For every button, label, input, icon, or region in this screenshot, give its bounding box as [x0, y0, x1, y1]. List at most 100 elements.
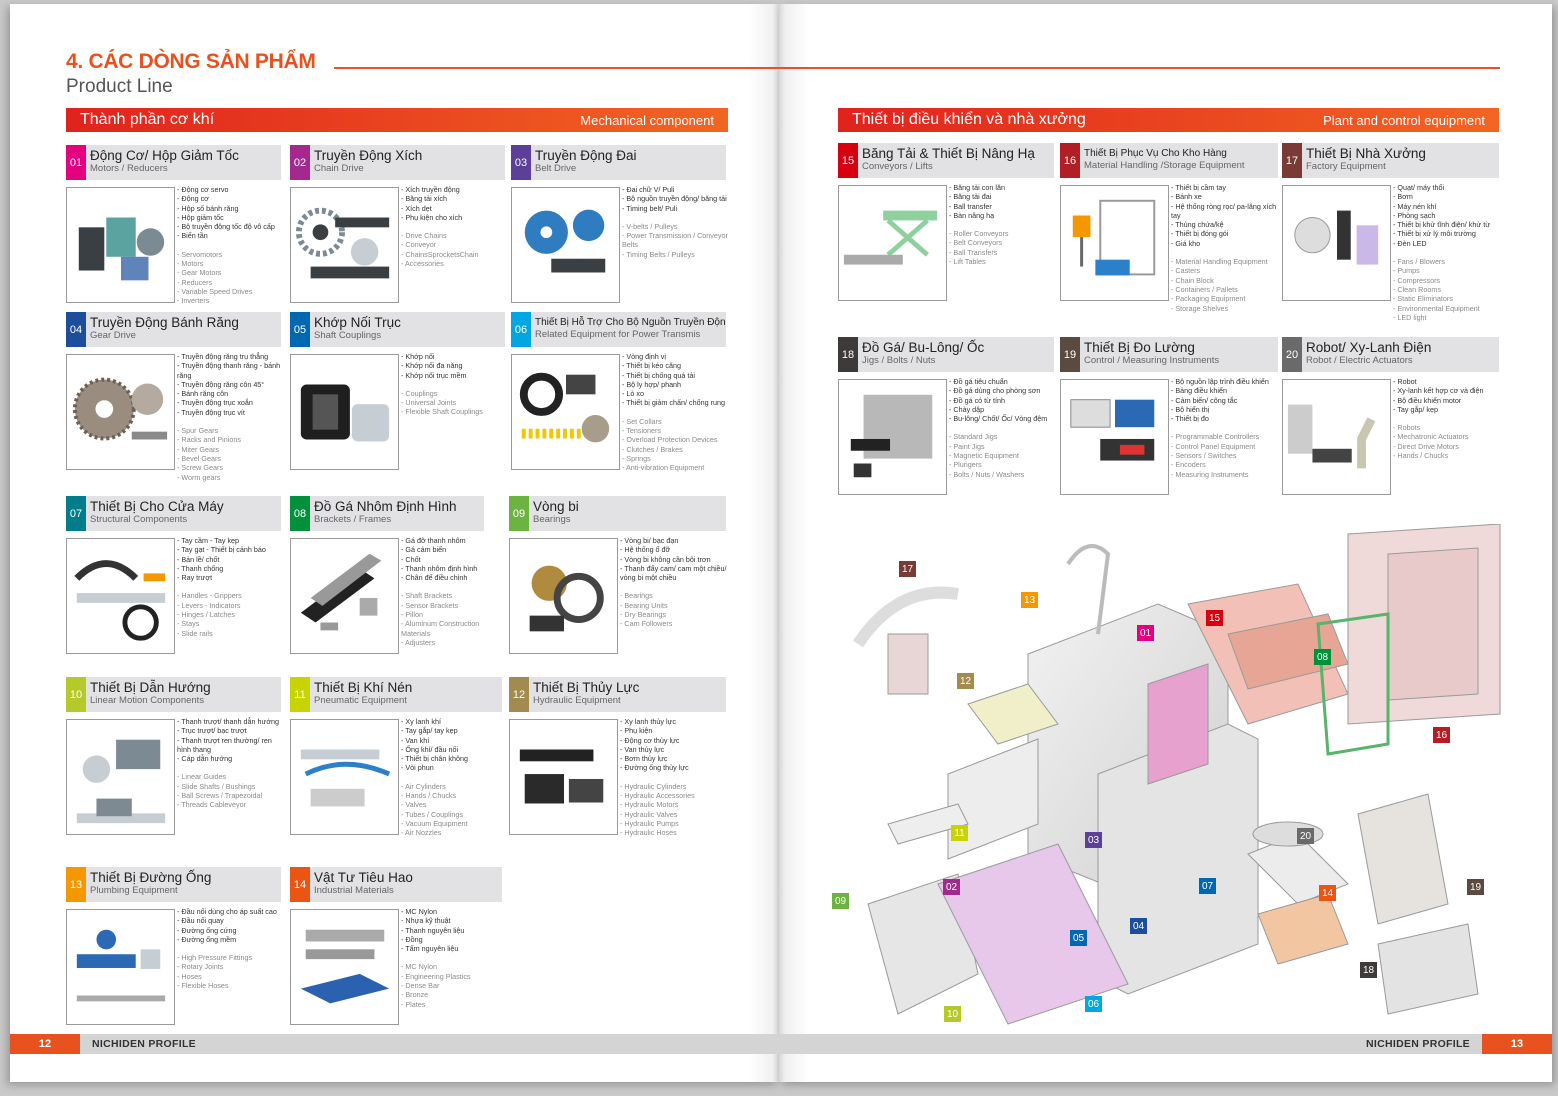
item-vi: - Truyền động thanh răng - bánh răng: [177, 361, 281, 380]
item-vi: - Khớp nối trục mềm: [401, 370, 467, 380]
item-en: - Slide rails: [177, 628, 213, 638]
item-vi: - Đầu nối quay: [177, 916, 224, 926]
item-vi: - Tay gạt - Thiết bị cảnh báo: [177, 545, 266, 555]
illustration-label-05: 05: [1070, 930, 1087, 946]
item-vi: - Tay gắp/ kẹp: [1393, 404, 1439, 414]
item-vi: - Đường ống thủy lực: [620, 763, 689, 773]
product-card-03: 03 Truyền Động Đai Belt Drive - Đai chữ …: [511, 145, 728, 305]
item-en: - Inverters: [177, 296, 210, 306]
item-vi: - Vòng bi/ bạc đạn: [620, 536, 679, 545]
item-en: - Springs: [622, 453, 651, 463]
coupling-icon: [290, 354, 399, 470]
item-vi: - Đường ống mềm: [177, 934, 237, 944]
item-vi: - Thiết bị đóng gói: [1171, 229, 1229, 239]
item-vi: - Van khí: [401, 735, 430, 745]
item-vi: - Thiết bị cầm tay: [1171, 183, 1226, 192]
item-vi: - Xích dẹt: [401, 203, 432, 213]
item-vi: - Hộp giảm tốc: [177, 212, 224, 222]
item-en: - Rotary Joints: [177, 962, 224, 972]
card-item-list: - Thanh trượt/ thanh dẫn hướng- Trục trư…: [177, 717, 283, 810]
card-title-en: Structural Components: [90, 514, 188, 526]
footer-brand: NICHIDEN PROFILE: [92, 1038, 196, 1050]
chain-hoist-icon: [1060, 185, 1169, 301]
card-item-list: - Khớp nối- Khớp nối đa năng- Khớp nối t…: [401, 352, 507, 417]
footer-left: 12 NICHIDEN PROFILE: [10, 1034, 779, 1054]
illustration-label-04: 04: [1130, 918, 1147, 934]
item-en: - LED light: [1393, 312, 1427, 322]
card-title-vi: Truyền Động Đai: [535, 148, 637, 163]
item-vi: - Thiết bị chống quá tải: [622, 370, 695, 380]
illustration-label-20: 20: [1297, 828, 1314, 844]
item-en: - Static Eliminators: [1393, 294, 1453, 304]
item-vi: - Động cơ thủy lực: [620, 735, 680, 745]
item-vi: - Truyền động trục vít: [177, 407, 245, 417]
item-vi: - Chày dập: [949, 404, 985, 414]
item-en: - Engineering Plastics: [401, 971, 471, 981]
item-en: - Encoders: [1171, 460, 1206, 470]
item-vi: - Phụ kiện cho xích: [401, 212, 463, 222]
item-vi: - Giá kho: [1171, 238, 1201, 248]
item-en: - Overload Protection Devices: [622, 435, 718, 445]
card-title-en: Chain Drive: [314, 163, 364, 175]
product-card-07: 07 Thiết Bị Cho Cửa Máy Structural Compo…: [66, 496, 281, 656]
item-vi: - Bánh răng côn: [177, 389, 229, 399]
item-en: - Direct Drive Motors: [1393, 441, 1459, 451]
product-card-01: 01 Động Cơ/ Hộp Giảm Tốc Motors / Reduce…: [66, 145, 281, 305]
item-vi: - Ống khí/ đầu nối: [401, 744, 459, 754]
item-en: - Paint Jigs: [949, 441, 985, 451]
product-card-16: 16 Thiết Bị Phục Vụ Cho Kho Hàng Materia…: [1060, 143, 1278, 313]
item-en: - Bolts / Nuts / Washers: [949, 469, 1025, 479]
item-en: - Hands / Chucks: [1393, 451, 1449, 461]
belt-pulley-icon: [511, 187, 620, 303]
item-en: - Servomotors: [177, 249, 223, 259]
footer-right: NICHIDEN PROFILE 13: [779, 1034, 1552, 1054]
product-card-19: 19 Thiết Bị Đo Lường Control / Measuring…: [1060, 337, 1278, 497]
item-vi: - Van thủy lực: [620, 744, 665, 754]
item-vi: - Vòng bi không cần bôi trơn: [620, 554, 711, 564]
card-item-list: - Xích truyền động- Băng tải xích- Xích …: [401, 185, 507, 268]
item-vi: - Khớp nối: [401, 352, 435, 361]
card-header: 06 Thiết Bị Hỗ Trợ Cho Bộ Nguồn Truyền Đ…: [511, 312, 726, 347]
item-vi: - Động cơ: [177, 194, 209, 204]
item-en: - Worm gears: [177, 472, 221, 482]
item-vi: - Hộp số bánh răng: [177, 203, 239, 213]
item-vi: - Truyền động răng trụ thẳng: [177, 352, 269, 361]
item-vi: - Trục trượt/ bạc trượt: [177, 726, 247, 736]
item-vi: - Thanh nhôm định hình: [401, 563, 478, 573]
item-en: - Hydraulic Motors: [620, 800, 679, 810]
item-vi: - Thanh đẩy cam/ cam một chiều/ vòng bi …: [620, 563, 727, 583]
item-vi: - Thanh chống: [177, 563, 224, 573]
item-vi: - Xy-lanh kết hợp cơ và điện: [1393, 386, 1484, 396]
item-vi: - Thanh trượt/ thanh dẫn hướng: [177, 717, 280, 726]
card-item-list: - Băng tải con lăn- Băng tải đai- Ball t…: [949, 183, 1056, 266]
item-vi: - Đồng: [401, 934, 423, 944]
item-en: - Tensioners: [622, 426, 662, 436]
card-number: 05: [290, 312, 310, 347]
card-item-list: - Robot- Xy-lanh kết hợp cơ và điện- Bộ …: [1393, 377, 1501, 460]
card-title-vi: Thiết Bị Nhà Xưởng: [1306, 146, 1426, 161]
card-number: 12: [509, 677, 529, 712]
card-number: 13: [66, 867, 86, 902]
item-vi: - Đồ gá có từ tính: [949, 395, 1005, 405]
card-title-vi: Thiết Bị Phục Vụ Cho Kho Hàng: [1084, 148, 1227, 159]
product-card-15: 15 Băng Tải & Thiết Bị Nâng Hạ Conveyors…: [838, 143, 1054, 303]
illustration-label-15: 15: [1206, 610, 1223, 626]
illustration-label-06: 06: [1085, 996, 1102, 1012]
item-en: - Hydraulic Accessories: [620, 791, 695, 801]
illustration-label-16: 16: [1433, 727, 1450, 743]
item-vi: - Khớp nối đa năng: [401, 361, 463, 371]
item-en: - Gear Motors: [177, 268, 222, 278]
item-en: - Sensor Brackets: [401, 600, 459, 610]
item-vi: - Đai chữ V/ Puli: [622, 185, 675, 194]
hydraulic-icon: [509, 719, 618, 835]
card-number: 20: [1282, 337, 1302, 372]
item-vi: - Cáp dẫn hướng: [177, 754, 233, 764]
card-item-list: - Vòng định vị- Thiết bị kéo căng- Thiết…: [622, 352, 728, 473]
card-header: 13 Thiết Bị Đường Ống Plumbing Equipment: [66, 867, 281, 902]
item-en: - ChainsSprocketsChain: [401, 249, 479, 259]
card-number: 07: [66, 496, 86, 531]
card-title-en: Factory Equipment: [1306, 161, 1386, 173]
item-vi: - MC Nylon: [401, 907, 437, 916]
item-en: - Hydraulic Cylinders: [620, 781, 687, 791]
illustration-label-08: 08: [1314, 649, 1331, 665]
